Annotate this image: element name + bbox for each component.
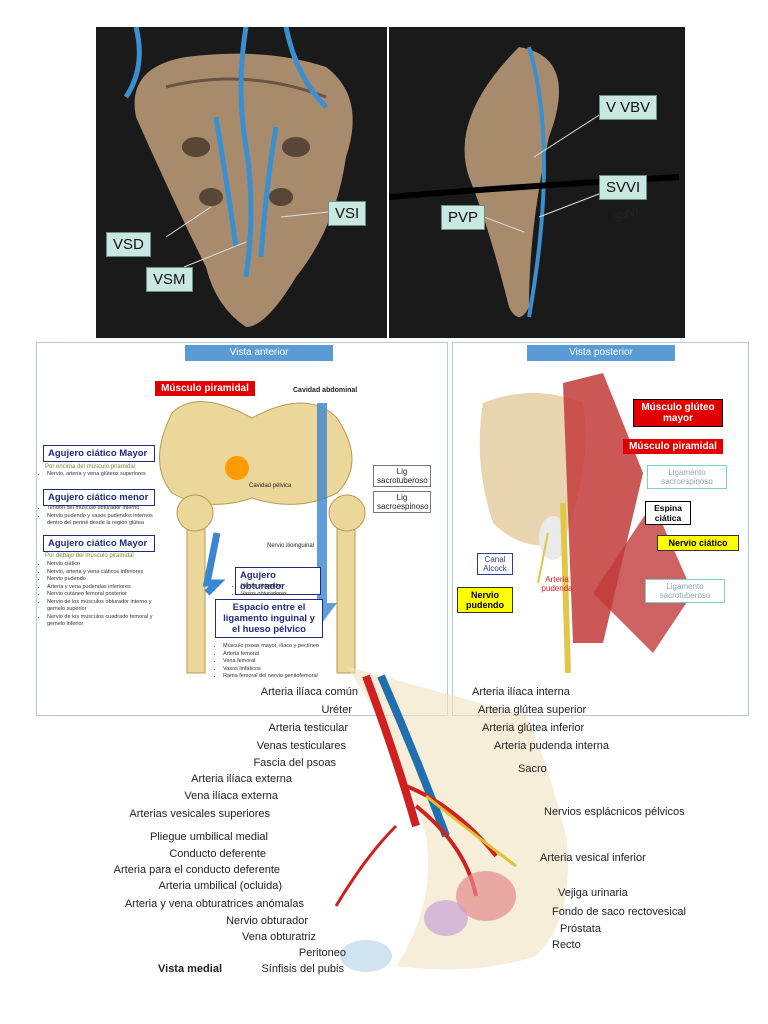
medial-label-nervio-obturador: Nervio obturador: [226, 915, 308, 927]
medial-label-nervios-esplacnicos: Nervios esplácnicos pélvicos: [544, 806, 685, 818]
musculo-piramidal-label: Músculo piramidal: [155, 381, 255, 396]
medial-label-sinfisis-pubis: Sínfisis del pubis: [261, 963, 344, 975]
por-debajo-label: Por debajo del músculo piramidal: [45, 553, 134, 559]
por-encima-list: Nervio, arteria y vena glúteos superiore…: [39, 471, 187, 479]
por-debajo-item: Nervio pudendo: [47, 576, 165, 584]
obturador-item: Nervio obturador: [241, 583, 331, 591]
medial-label-arteria-glutea-inferior: Arteria glútea inferior: [482, 722, 585, 734]
sacrum-anterior-illustration: [123, 26, 353, 328]
medial-label-arterias-vesicales-superiores: Arterias vesicales superiores: [129, 808, 270, 820]
medial-view-caption: Vista medial: [158, 963, 222, 975]
nervio-ciatico-label: Nervio ciático: [657, 535, 739, 551]
espacio-item: Músculo psoas mayor, ilíaco y pectíneo: [223, 643, 333, 651]
medial-label-arteria-vena-obturatrices: Arteria y vena obturatrices anómalas: [124, 898, 304, 910]
espacio-item: Rama femoral del nervio genitofemoral: [223, 673, 333, 681]
medial-label-arteria-iliaca-interna: Arteria ilíaca interna: [472, 686, 570, 698]
gluteo-mayor-label: Músculo glúteo mayor: [633, 399, 723, 427]
agujero-ciatico-mayor-1-label: Agujero ciático Mayor: [43, 445, 155, 462]
medial-label-vena-obturatriz: Vena obturatriz: [242, 931, 316, 943]
cavidad-pelvica-label: Cavidad pélvica: [249, 483, 292, 489]
label-pvp: PVP: [441, 205, 486, 230]
medial-view-figure: [96, 656, 716, 996]
medial-label-arteria-iliaca-comun: Arteria ilíaca común: [260, 686, 358, 698]
anterior-view-panel: Vista anterior Músculo piramidal Cavidad…: [36, 342, 448, 716]
espacio-item: Vena femoral: [223, 658, 333, 666]
medial-label-sacro: Sacro: [518, 763, 547, 775]
medial-label-arteria-conducto-deferente: Arteria para el conducto deferente: [113, 864, 280, 876]
arteria-pudenda-label: Arteria pudenda: [541, 575, 573, 593]
label-svvi: SVVI: [599, 175, 648, 200]
anterior-view-title: Vista anterior: [185, 345, 333, 361]
espacio-label: Espacio entre el ligamento inguinal y el…: [215, 599, 323, 638]
medial-label-venas-testiculares: Venas testiculares: [256, 740, 346, 752]
espacio-list: Músculo psoas mayor, ilíaco y pectíneo A…: [215, 643, 333, 681]
posterior-view-panel: Vista posterior Músculo glúteo mayor Mús…: [452, 342, 749, 716]
nervio-ilioinguinal-label: Nervio ilioinguinal: [267, 543, 315, 549]
label-vsd: VSD: [106, 232, 151, 257]
canal-alcock-label: Canal Alcock: [477, 553, 513, 575]
agujero-ciatico-menor-label: Agujero ciático menor: [43, 489, 155, 506]
label-vsi: VSI: [328, 201, 367, 226]
medial-label-vejiga-urinaria: Vejiga urinaria: [558, 887, 628, 899]
medial-label-arteria-pudenda-interna: Arteria pudenda interna: [494, 740, 609, 752]
medial-label-arteria-iliaca-externa: Arteria ilíaca externa: [191, 773, 292, 785]
lig-sacroespinoso-post-label: Ligamento sacroespinoso: [647, 465, 727, 489]
medial-label-arteria-umbilical: Arteria umbilical (ocluida): [158, 880, 283, 892]
por-debajo-item: Nervio de los músculos obturador interno…: [47, 599, 165, 614]
por-encima-label: Por encima del músculo piramidal: [45, 464, 136, 470]
agujero-obturador-label: Agujero obturador: [235, 567, 321, 595]
medial-label-arteria-testicular: Arteria testicular: [268, 722, 348, 734]
por-debajo-item: Nervio ciático: [47, 561, 165, 569]
medial-label-vena-iliaca-externa: Vena ilíaca externa: [184, 790, 278, 802]
nervio-pudendo-label: Nervio pudendo: [457, 587, 513, 613]
medial-label-fascia-psoas: Fascia del psoas: [253, 757, 336, 769]
menor-item: Nervio pudendo y vasos pudendos internos…: [47, 513, 157, 528]
medial-label-prostata: Próstata: [560, 923, 601, 935]
menor-list: Tendón del músculo obturador interno Ner…: [39, 505, 157, 528]
pelvis-anterior-illustration: [159, 401, 366, 674]
por-debajo-item: Arteria y vena pudendas inferiores: [47, 584, 165, 592]
medial-label-recto: Recto: [552, 939, 581, 951]
agujero-ciatico-mayor-2-label: Agujero ciático Mayor: [43, 535, 155, 552]
lig-sacrotuberoso-label: Lig sacrotuberoso: [373, 465, 431, 487]
medial-label-pliegue-umbilical-medial: Pliegue umbilical medial: [149, 831, 268, 843]
por-debajo-item: Nervio cutáneo femoral posterior: [47, 591, 165, 599]
cavidad-abdominal-label: Cavidad abdominal: [293, 387, 358, 394]
lig-sacrotuberoso-post-label: Ligamento sacrotuberoso: [645, 579, 725, 603]
pelvis-medial-illustration: [334, 666, 568, 972]
sacrum-anterior-image: VSD VSI VSM: [96, 26, 387, 338]
medial-label-arteria-vesical-inferior: Arteria vesical inferior: [540, 852, 646, 864]
por-debajo-list: Nervio ciático Nervio, arteria y vena ci…: [39, 561, 165, 629]
obturador-item: Vasos obturadores: [241, 591, 331, 599]
medial-label-ureter: Uréter: [321, 704, 352, 716]
por-encima-item: Nervio, arteria y vena glúteos superiore…: [47, 471, 187, 479]
sacrum-lateral-image: V VBV SVVI PVP SVVI: [388, 27, 685, 338]
espacio-item: Arteria femoral: [223, 651, 333, 659]
por-debajo-item: Nervio, arteria y vena ciáticos inferior…: [47, 569, 165, 577]
por-debajo-item: Nervio de los músculos cuadrado femoral …: [47, 614, 165, 629]
label-vsm: VSM: [146, 267, 193, 292]
posterior-view-title: Vista posterior: [527, 345, 675, 361]
lig-sacroespinoso-label: Lig sacroespinoso: [373, 491, 431, 513]
medial-label-fondo-saco: Fondo de saco rectovesical: [552, 906, 686, 918]
medial-label-arteria-glutea-superior: Arteria glútea superior: [478, 704, 587, 716]
espina-ciatica-label: Espina ciática: [645, 501, 691, 525]
medial-label-peritoneo: Peritoneo: [298, 947, 346, 959]
espacio-item: Vasos linfáticos: [223, 666, 333, 674]
obturador-list: Nervio obturador Vasos obturadores: [233, 583, 331, 598]
menor-item: Tendón del músculo obturador interno: [47, 505, 157, 513]
label-vvbv: V VBV: [599, 95, 658, 120]
medial-label-conducto-deferente: Conducto deferente: [169, 848, 266, 860]
musculo-piramidal-post-label: Músculo piramidal: [623, 439, 723, 454]
